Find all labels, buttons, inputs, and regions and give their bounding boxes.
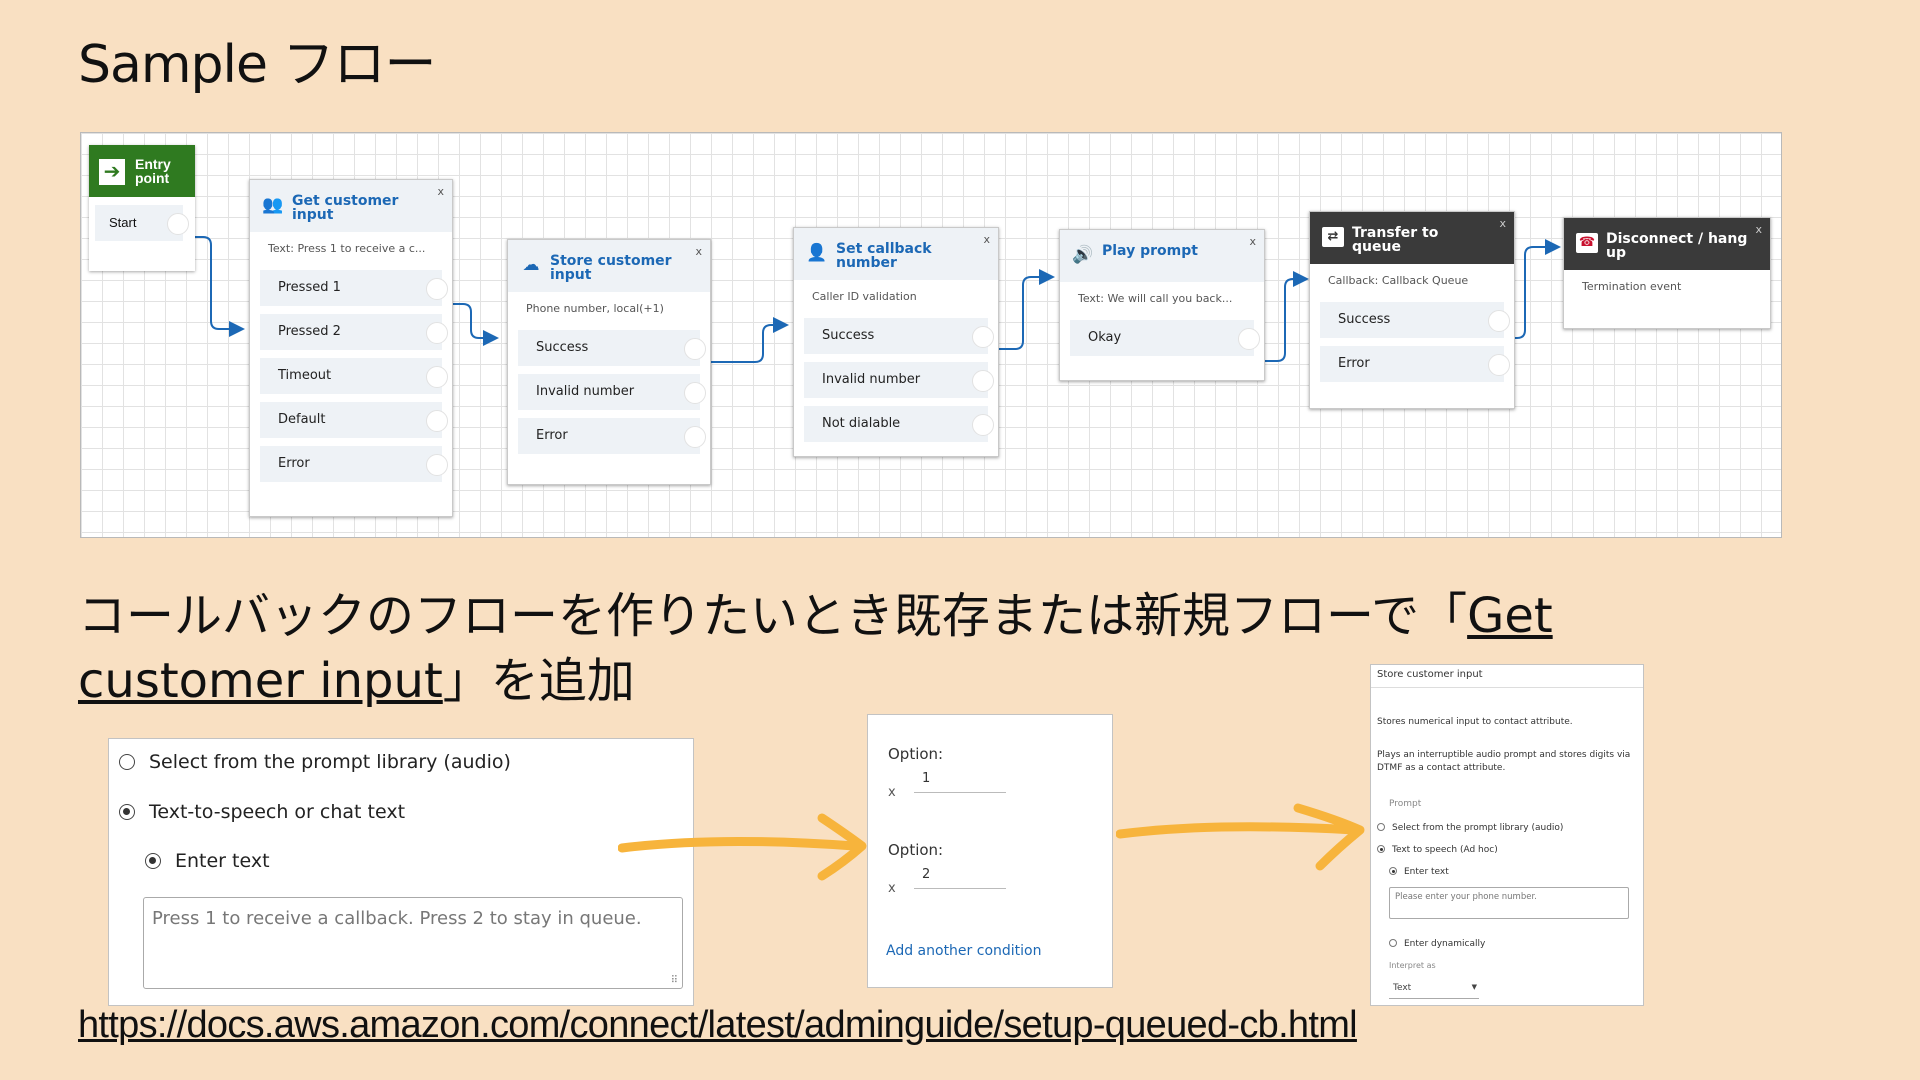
- radio-prompt-library[interactable]: Select from the prompt library (audio): [1377, 823, 1563, 833]
- output-error[interactable]: Error: [260, 446, 448, 482]
- prompt-textarea[interactable]: Press 1 to receive a callback. Press 2 t…: [143, 897, 683, 989]
- radio-icon: [1377, 823, 1385, 831]
- radio-selected-icon: [1389, 867, 1397, 875]
- docs-link[interactable]: https://docs.aws.amazon.com/connect/late…: [78, 1004, 1358, 1046]
- radio-selected-icon: [145, 853, 161, 869]
- block-play-prompt[interactable]: 🔊 Play prompt x Text: We will call you b…: [1059, 229, 1265, 381]
- users-icon: 👥: [262, 195, 284, 215]
- block-transfer-to-queue[interactable]: ⇄ Transfer to queue x Callback: Callback…: [1309, 211, 1515, 409]
- remove-option-1[interactable]: x: [888, 785, 896, 800]
- block-title: Get customer input: [292, 193, 399, 223]
- close-icon[interactable]: x: [1755, 223, 1762, 236]
- connector-callback-success: [996, 269, 1055, 350]
- output-error[interactable]: Error: [1320, 346, 1510, 382]
- radio-icon: [119, 754, 135, 770]
- entry-output-start[interactable]: Start: [95, 205, 189, 241]
- entry-title: Entry point: [135, 156, 171, 186]
- remove-option-2[interactable]: x: [888, 881, 896, 896]
- cloud-icon: ☁: [522, 255, 540, 275]
- chevron-down-icon: ▼: [1471, 983, 1477, 991]
- output-not-dialable[interactable]: Not dialable: [804, 406, 994, 442]
- speaker-icon: 🔊: [1072, 245, 1094, 265]
- block-get-customer-input[interactable]: 👥 Get customer input x Text: Press 1 to …: [249, 179, 453, 517]
- page-title: Sample フロー: [78, 35, 437, 95]
- output-error[interactable]: Error: [518, 418, 706, 454]
- radio-icon: [1389, 939, 1397, 947]
- connector-play-okay: [1265, 271, 1309, 362]
- block-title: Transfer to queue: [1352, 225, 1439, 255]
- radio-text-to-speech[interactable]: Text-to-speech or chat text: [119, 801, 405, 823]
- radio-enter-text[interactable]: Enter text: [1389, 867, 1449, 877]
- interpret-select[interactable]: Text▼: [1389, 983, 1479, 999]
- output-invalid-number[interactable]: Invalid number: [804, 362, 994, 398]
- output-pressed-1[interactable]: Pressed 1: [260, 270, 448, 306]
- close-icon[interactable]: x: [1499, 217, 1506, 230]
- close-icon[interactable]: x: [1249, 235, 1256, 248]
- option-label: Option:: [888, 841, 944, 859]
- radio-enter-dynamically[interactable]: Enter dynamically: [1389, 939, 1485, 949]
- output-invalid-number[interactable]: Invalid number: [518, 374, 706, 410]
- card-desc-2: Plays an interruptible audio prompt and …: [1377, 750, 1631, 773]
- block-disconnect[interactable]: ☎ Disconnect / hang up x Termination eve…: [1563, 217, 1771, 329]
- block-title: Store customer input: [550, 253, 672, 283]
- option-1-input[interactable]: 1: [914, 769, 1006, 793]
- get-link[interactable]: Get: [1467, 588, 1553, 644]
- customer-input-link[interactable]: customer input: [78, 653, 443, 709]
- block-description: Termination event: [1582, 280, 1682, 293]
- arrow-2: [1116, 803, 1365, 871]
- phone-number-textarea[interactable]: Please enter your phone number.: [1389, 887, 1629, 919]
- output-default[interactable]: Default: [260, 402, 448, 438]
- radio-text-to-speech[interactable]: Text to speech (Ad hoc): [1377, 845, 1498, 855]
- entry-point-block[interactable]: ➔ Entry point Start: [89, 145, 195, 271]
- output-success[interactable]: Success: [1320, 302, 1510, 338]
- radio-selected-icon: [119, 804, 135, 820]
- block-description: Text: Press 1 to receive a c...: [268, 242, 426, 255]
- block-store-customer-input[interactable]: ☁ Store customer input x Phone number, l…: [507, 239, 711, 485]
- user-icon: 👤: [806, 243, 828, 263]
- block-title: Play prompt: [1102, 243, 1198, 259]
- radio-prompt-library[interactable]: Select from the prompt library (audio): [119, 751, 511, 773]
- output-timeout[interactable]: Timeout: [260, 358, 448, 394]
- option-label: Option:: [888, 745, 944, 763]
- block-description: Phone number, local(+1): [526, 302, 664, 315]
- store-input-card: Store customer input Stores numerical in…: [1370, 664, 1644, 1006]
- block-description: Caller ID validation: [812, 290, 917, 303]
- prompt-settings-card: Select from the prompt library (audio) T…: [108, 738, 694, 1006]
- block-description: Text: We will call you back...: [1078, 292, 1233, 305]
- block-description: Callback: Callback Queue: [1328, 274, 1469, 287]
- close-icon[interactable]: x: [983, 233, 990, 246]
- connector-store-success: [709, 317, 789, 363]
- output-okay[interactable]: Okay: [1070, 320, 1260, 356]
- flow-diagram: ➔ Entry point Start 👥 Get customer input…: [80, 132, 1782, 538]
- arrow-right-icon: ➔: [99, 159, 125, 185]
- block-set-callback-number[interactable]: 👤 Set callback number x Caller ID valida…: [793, 227, 999, 457]
- add-condition-link[interactable]: Add another condition: [886, 943, 1042, 959]
- output-pressed-2[interactable]: Pressed 2: [260, 314, 448, 350]
- resize-handle-icon[interactable]: ⠿: [670, 975, 678, 986]
- options-card: Option: x 1 Option: x 2 Add another cond…: [867, 714, 1113, 988]
- phone-hangup-icon: ☎: [1576, 233, 1598, 253]
- radio-enter-text[interactable]: Enter text: [145, 850, 270, 872]
- option-2-input[interactable]: 2: [914, 865, 1006, 889]
- output-success[interactable]: Success: [518, 330, 706, 366]
- block-title: Disconnect / hang up: [1606, 231, 1748, 261]
- transfer-icon: ⇄: [1322, 227, 1344, 247]
- close-icon[interactable]: x: [437, 185, 444, 198]
- close-icon[interactable]: x: [695, 245, 702, 258]
- interpret-label: Interpret as: [1389, 961, 1436, 970]
- radio-selected-icon: [1377, 845, 1385, 853]
- block-title: Set callback number: [836, 241, 932, 271]
- output-success[interactable]: Success: [804, 318, 994, 354]
- card-desc-1: Stores numerical input to contact attrib…: [1377, 717, 1573, 727]
- card-title: Store customer input: [1377, 669, 1483, 680]
- prompt-label: Prompt: [1389, 799, 1422, 809]
